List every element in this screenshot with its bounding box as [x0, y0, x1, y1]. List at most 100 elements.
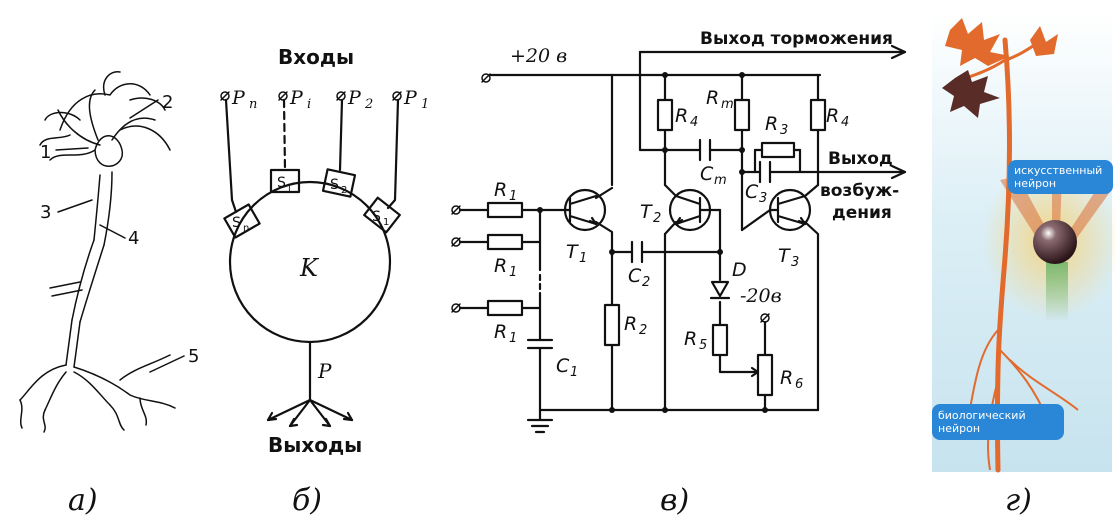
out-excite-line2: возбуж-: [820, 181, 899, 201]
node-dot: [609, 407, 615, 413]
diode: [709, 280, 731, 300]
label-r4-a: R: [675, 105, 688, 127]
out-excite-line1: Выход: [828, 149, 893, 169]
synapse-s-i: S: [277, 175, 286, 191]
panel-v-circuit: +20 в Выход торможения Выход возбуж- ден…: [451, 29, 907, 518]
out-inhibit-label: Выход торможения: [700, 29, 893, 49]
label-r1-c-sub: 1: [509, 331, 517, 346]
input-p-i: P: [289, 87, 304, 109]
label-r4-b-sub: 4: [841, 115, 849, 130]
out-excite-line3: дения: [832, 203, 892, 223]
caption-a: а): [68, 483, 98, 518]
label-rm: R: [706, 87, 719, 109]
input-p-1-sub: 1: [421, 97, 429, 112]
synapse-s-1-sub: 1: [383, 217, 389, 228]
label-c1: C: [556, 355, 570, 377]
caption-g: г): [1005, 483, 1032, 518]
label-t3-sub: 3: [791, 255, 799, 270]
label-r6: R: [780, 367, 793, 389]
node-dot: [762, 407, 768, 413]
label-5: 5: [188, 346, 199, 367]
label-t3: T: [778, 245, 791, 267]
body-label-k: K: [299, 254, 320, 282]
outputs-title: Выходы: [268, 433, 362, 457]
node-dot: [609, 249, 615, 255]
node-dot: [662, 72, 668, 78]
input-p-i-sub: i: [307, 97, 311, 112]
panel-a-neuron-drawing: 2 1 3 4 5 а): [19, 71, 199, 518]
transistors: [563, 188, 812, 232]
label-r4-a-sub: 4: [690, 115, 698, 130]
badge-artificial-line2: нейрон: [1014, 177, 1056, 190]
excite-arrow: [890, 164, 907, 180]
label-r1-a-sub: 1: [509, 189, 517, 204]
label-r5-sub: 5: [699, 338, 707, 353]
caption-b: б): [292, 483, 322, 518]
label-r3-sub: 3: [780, 123, 788, 138]
input-p-2: P: [347, 87, 362, 109]
label-r1-c: R: [494, 321, 507, 343]
label-c1-sub: 1: [570, 365, 578, 380]
node-dot: [739, 169, 745, 175]
label-2: 1: [40, 142, 51, 163]
output-label-p: P: [317, 359, 332, 383]
input-terminals: P n P i P 2 P 1: [220, 87, 429, 112]
badge-biological-line1: биологический: [938, 409, 1026, 422]
badge-biological-line2: нейрон: [938, 422, 980, 435]
label-r1-b-sub: 1: [509, 265, 517, 280]
output-arrows: [266, 398, 354, 428]
label-rm-sub: m: [721, 97, 734, 112]
label-cm-sub: m: [714, 173, 727, 188]
input-p-n-sub: n: [249, 97, 257, 112]
input-p-n: P: [231, 87, 246, 109]
node-dot: [662, 147, 668, 153]
badge-artificial-line1: искусственный: [1014, 164, 1102, 177]
synapse-s-2-sub: 2: [341, 185, 347, 196]
label-r2: R: [624, 313, 637, 335]
panel-g-illustration: искусственный нейрон биологический нейро…: [932, 10, 1115, 518]
component-labels: R 1 R 1 R 1 C 1 T 1 C 2 R 2 R 4 R m R 3 …: [494, 87, 849, 392]
dendrite-drawing: [942, 18, 1079, 473]
neg-supply-label: -20в: [740, 285, 782, 307]
node-dot: [537, 207, 543, 213]
label-3: 3: [40, 202, 51, 223]
label-1: 2: [162, 92, 173, 113]
badge-artificial: [1008, 160, 1113, 194]
label-c3-sub: 3: [759, 191, 767, 206]
synapse-s-1: S: [372, 209, 381, 225]
dendrite-tree: [19, 71, 176, 433]
r6-wiper: [750, 366, 760, 378]
inputs-title: Входы: [278, 45, 354, 69]
leader-lines: [55, 99, 185, 373]
label-t2: T: [640, 201, 653, 223]
label-t1-sub: 1: [579, 251, 587, 266]
input-p-1: P: [403, 87, 418, 109]
node-dot: [739, 147, 745, 153]
terminals: [451, 73, 770, 323]
caption-v: в): [660, 483, 689, 518]
label-d: D: [732, 259, 747, 281]
synapse-s-i-sub: i: [288, 183, 291, 194]
label-c2-sub: 2: [642, 275, 650, 290]
label-4: 4: [128, 228, 139, 249]
capacitors: [526, 138, 772, 374]
supply-label: +20 в: [510, 45, 567, 67]
label-t1: T: [566, 241, 579, 263]
synapse-s-n: S: [232, 215, 241, 231]
label-c3: C: [745, 181, 759, 203]
resistors: [486, 98, 827, 397]
label-r6-sub: 6: [795, 377, 803, 392]
label-r2-sub: 2: [639, 323, 647, 338]
node-dot: [717, 249, 723, 255]
input-wires: [224, 98, 400, 214]
label-t2-sub: 2: [653, 211, 661, 226]
axon-glow: [1046, 262, 1068, 322]
badge-biological: [932, 404, 1064, 440]
label-r4-b: R: [826, 105, 839, 127]
label-r3: R: [765, 113, 778, 135]
synapse-s-n-sub: n: [243, 223, 249, 234]
artificial-soma: [1033, 220, 1077, 264]
synapse-s-2: S: [330, 177, 339, 193]
synapses: S n S i S 2 S 1: [223, 168, 401, 239]
